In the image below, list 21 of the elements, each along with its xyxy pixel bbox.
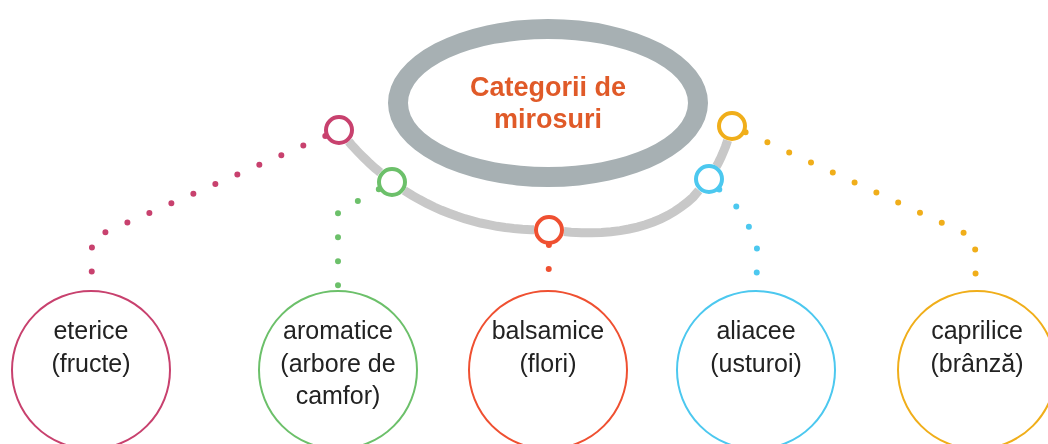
category-label: aliacee (usturoi) xyxy=(709,315,803,379)
arc-connector xyxy=(345,138,384,176)
category-circle xyxy=(258,290,418,444)
category-circle xyxy=(676,290,836,444)
arc-connector xyxy=(563,187,703,238)
category-label: eterice (fructe) xyxy=(50,315,132,379)
ring-marker xyxy=(376,166,407,197)
diagram-heading: Categorii de mirosuri xyxy=(469,70,627,136)
ring-marker xyxy=(534,215,564,245)
ring-marker xyxy=(717,111,747,141)
arc-connector xyxy=(401,186,536,235)
category-label: balsamice (flori) xyxy=(490,315,606,379)
category-circle xyxy=(468,290,628,444)
category-circle xyxy=(897,290,1048,444)
category-label: aromatice (arbore de camfor) xyxy=(279,315,397,411)
central-ellipse xyxy=(388,19,708,187)
ring-marker xyxy=(324,115,354,145)
ring-marker xyxy=(693,164,724,194)
category-circle xyxy=(11,290,171,444)
category-label: caprilice (brânză) xyxy=(929,315,1025,379)
arc-connector xyxy=(712,138,732,170)
